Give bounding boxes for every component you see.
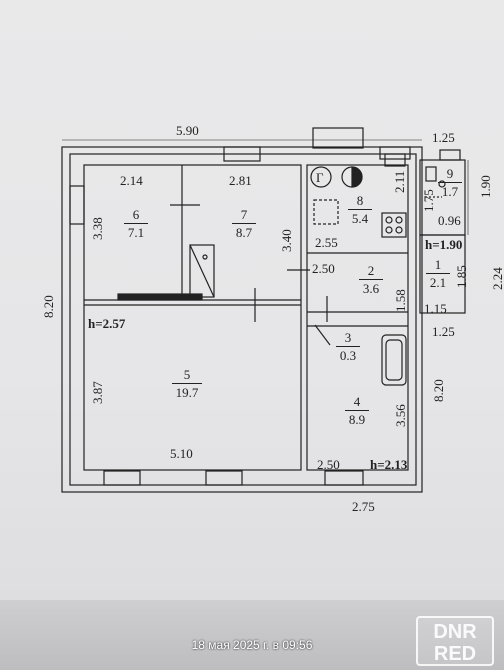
height-main: h=2.57 [88,316,126,331]
stove-dot [202,254,208,260]
room-4-area: 8.9 [348,412,366,427]
room-1-number: 1 [426,258,450,274]
paper-fold-shadow [0,600,504,670]
room-5-label: 5 19.7 [172,368,202,399]
dim-r9-bottom: 0.96 [438,213,461,228]
dim-r8-right: 2.11 [392,170,407,193]
dim-top-width: 5.90 [176,123,199,138]
room-1-area: 2.1 [429,275,447,290]
room-8-area: 5.4 [351,211,369,226]
dim-r4-bottom: 2.50 [317,457,340,472]
dim-r4-right: 3.56 [393,404,408,427]
room-8-label: 8 5.4 [348,194,372,225]
dim-r6-top: 2.14 [120,173,143,188]
door-3 [314,324,331,346]
dim-left-height: 8.20 [41,295,56,318]
dim-r2-top: 2.50 [312,261,335,276]
dim-r5-left: 3.87 [90,381,105,404]
heater-bar [117,293,203,301]
room-7-area: 8.7 [235,225,253,240]
window-bottom-left [103,470,141,486]
dnr-red-watermark-logo: DNR RED [416,616,494,666]
watermark-line-2: RED [433,643,477,665]
boiler-symbol: Г [316,170,324,185]
toilet [425,166,437,182]
room-6-area: 7.1 [127,225,145,240]
room-7-number: 7 [232,208,256,224]
window-bottom-right [324,470,364,486]
room-9-number: 9 [438,167,462,183]
kitchen-cabinet [384,153,406,167]
bathtub [381,334,407,386]
room-1-label: 1 2.1 [426,258,450,289]
height-room4: h=2.13 [370,457,408,472]
annex-room-1 [419,234,466,314]
room-7-label: 7 8.7 [232,208,256,239]
toilet-dot [438,180,446,188]
window-left-top [69,185,85,225]
outer-wall-inner [69,153,417,486]
sink-dashed [313,199,339,225]
dim-r2-right: 1.58 [393,289,408,312]
dim-annex-right: 1.90 [478,175,493,198]
room-2-label: 2 3.6 [359,264,383,295]
room-3-label: 3 0.3 [336,331,360,362]
dim-annex-bottom: 1.25 [432,324,455,339]
right-block [306,164,409,471]
dim-r7-top: 2.81 [229,173,252,188]
window-top-right [379,146,411,160]
room-3-number: 3 [336,331,360,347]
window-bottom-mid [205,470,243,486]
dim-annex-right2: 2.24 [490,267,504,290]
boiler-circle [310,166,332,188]
dim-r5-bottom: 5.10 [170,446,193,461]
room-3-area: 0.3 [339,348,357,363]
room-2-area: 3.6 [362,281,380,296]
room-6-number: 6 [124,208,148,224]
height-annex: h=1.90 [425,237,463,252]
dim-r1-left: 1.15 [424,301,447,316]
window-top [223,146,261,162]
room-5-number: 5 [172,368,202,384]
room-4-label: 4 8.9 [345,395,369,426]
main-house-outline [83,164,302,471]
dim-annex-top: 1.25 [432,130,455,145]
photo-timestamp: 18 мая 2025 г. в 09:56 [191,638,313,652]
room-2-number: 2 [359,264,383,280]
dim-r6-left: 3.38 [90,217,105,240]
cooker [381,212,407,238]
room-5-area: 19.7 [175,385,199,400]
dim-r8-bottom: 2.55 [315,235,338,250]
watermark-line-1: DNR [433,621,477,643]
chimney-window [312,127,364,149]
room-8-number: 8 [348,194,372,210]
dim-r1-right: 1.85 [454,265,469,288]
dim-r9-left: 1.75 [421,189,436,212]
room-9-label: 9 1.7 [438,167,462,198]
room-9-area: 1.7 [441,184,459,199]
room-4-number: 4 [345,395,369,411]
window-annex [439,149,461,161]
dim-r7-right: 3.40 [279,229,294,252]
room-6-label: 6 7.1 [124,208,148,239]
dim-right-height: 8.20 [431,379,446,402]
dim-bottom-width: 2.75 [352,499,375,514]
